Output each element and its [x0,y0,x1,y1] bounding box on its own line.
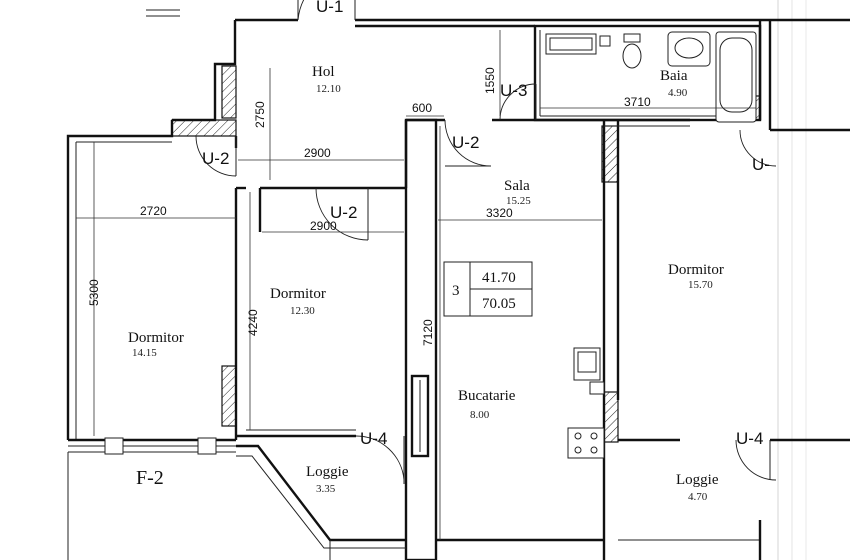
window-label-f2: F-2 [136,467,164,489]
room-labels: Hol 12.10 Baia 4.90 Sala 15.25 Dormitor … [128,64,724,503]
bath-fixtures [545,31,757,123]
dim-2720: 2720 [140,204,167,218]
room-baia-area: 4.90 [668,87,688,99]
dim-600: 600 [412,101,432,115]
door-labels: U-1 U-3 U-2 U-2 U-2 U- U-4 U-4 F-2 [136,0,770,489]
dim-2750: 2750 [253,101,267,128]
dim-7120: 7120 [421,319,435,346]
room-loggie-left-area: 3.35 [316,483,336,495]
dimension-lines [76,30,756,540]
dim-4240: 4240 [246,309,260,336]
dim-5300: 5300 [87,279,101,306]
room-sala-name: Sala [504,178,530,194]
room-dormitor-left-area: 14.15 [132,347,157,359]
room-baia-name: Baia [660,68,688,84]
summary-box: 3 41.70 70.05 [443,261,533,317]
door-swings [195,0,777,484]
dim-1550: 1550 [483,67,497,94]
door-label-u2-left: U-2 [202,149,229,168]
room-bucatarie-name: Bucatarie [458,388,516,404]
room-loggie-right-name: Loggie [676,472,719,488]
dim-2900-mid: 2900 [310,219,337,233]
room-loggie-right-area: 4.70 [688,491,708,503]
summary-rooms-count: 3 [452,283,460,299]
room-sala-area: 15.25 [506,195,531,207]
summary-total-area: 70.05 [482,296,516,312]
door-label-u4-left: U-4 [360,429,387,448]
door-label-u2-mid: U-2 [330,203,357,222]
door-label-u1: U-1 [316,0,343,16]
door-label-u3: U-3 [500,81,527,100]
dim-3710: 3710 [624,95,651,109]
kitchen-fixtures [567,347,605,459]
room-dormitor-left-name: Dormitor [128,330,184,346]
room-dormitor-right-area: 15.70 [688,279,713,291]
room-hol-area: 12.10 [316,83,341,95]
door-label-u4-right: U-4 [736,429,763,448]
room-loggie-left-name: Loggie [306,464,349,480]
walls [66,0,850,560]
summary-living-area: 41.70 [482,270,516,286]
dim-3320: 3320 [486,206,513,220]
room-dormitor-mid-name: Dormitor [270,286,326,302]
room-dormitor-mid-area: 12.30 [290,305,315,317]
room-hol-name: Hol [312,64,335,80]
door-label-u2-center: U-2 [452,133,479,152]
scan-margin-lines [777,0,807,560]
dim-2900-top: 2900 [304,146,331,160]
room-bucatarie-area: 8.00 [470,409,490,421]
door-label-u-right-top: U- [752,155,770,174]
room-dormitor-right-name: Dormitor [668,262,724,278]
dimension-labels: 2750 1550 600 3710 2900 2900 2720 3320 5… [87,67,651,346]
